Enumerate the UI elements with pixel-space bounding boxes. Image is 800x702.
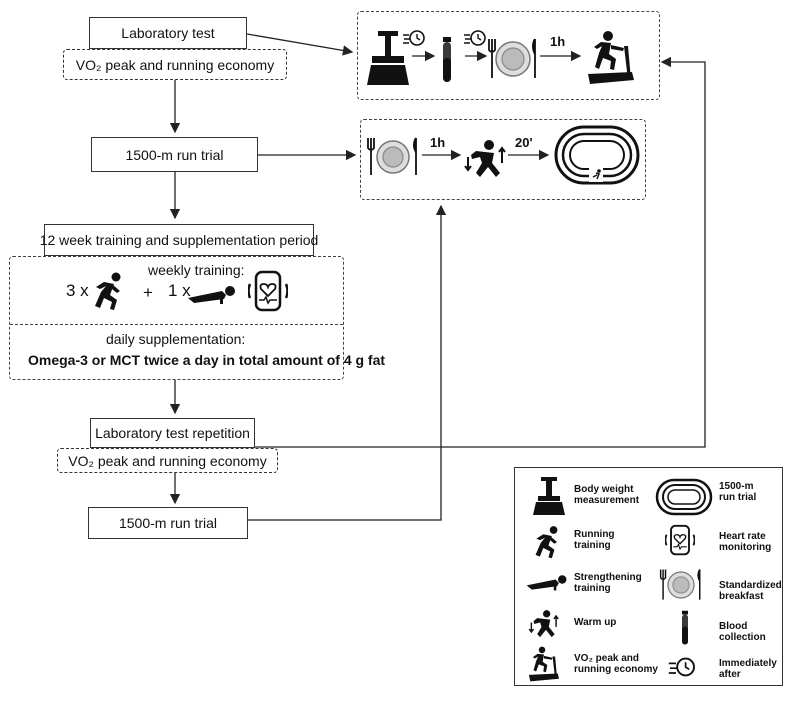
blood-collection-icon (443, 37, 451, 82)
vo2-box: VO₂ peak and running economy (63, 49, 287, 80)
run-trial-label-2: 1500-m run trial (118, 515, 218, 531)
vo2-label: VO₂ peak and running economy (75, 56, 275, 73)
heart-rate-monitor-icon (248, 270, 288, 312)
legend-vo2-label: VO₂ peak and running economy (574, 653, 658, 675)
immediately-after-icon (403, 30, 425, 46)
plus-sign: + (143, 283, 153, 302)
strengthening-training-icon (188, 286, 235, 304)
legend-body-weight-icon (533, 477, 565, 515)
run-trial-box: 1500-m run trial (91, 137, 258, 172)
legend-breakfast-label: Standardized breakfast (719, 580, 782, 602)
legend-breakfast-icon (659, 569, 701, 600)
lab-test-repetition-label: Laboratory test repetition (95, 425, 250, 441)
legend-warm-up-icon (528, 610, 559, 638)
breakfast-icon (488, 38, 536, 78)
vo2-label-2: VO₂ peak and running economy (68, 452, 267, 469)
supp-detail-label: Omega-3 or MCT twice a day in total amou… (28, 352, 386, 368)
legend-body-weight-label: Body weight measurement (574, 484, 640, 506)
training-detail-panel (9, 256, 344, 380)
legend-vo2-icon (528, 646, 560, 682)
legend-immediately-icon (668, 657, 695, 677)
legend-running-icon (535, 526, 558, 559)
immediately-after-icon-2 (464, 30, 486, 46)
strength-times: 1 x (168, 281, 191, 300)
running-track-icon (554, 125, 640, 185)
run-trial-label: 1500-m run trial (125, 146, 224, 163)
training-period-box: 12 week training and supplementation per… (40, 224, 318, 256)
lab-test-box: Laboratory test (89, 17, 247, 49)
daily-supp-label: daily supplementation: (106, 331, 246, 347)
legend-blood-icon (682, 610, 688, 645)
body-weight-scale-icon (367, 31, 409, 85)
breakfast-icon-2 (367, 137, 417, 175)
legend-run-trial-label: 1500-m run trial (719, 481, 757, 503)
panel-divider (10, 324, 343, 325)
lab-protocol-panel (357, 11, 660, 100)
trial-delay-label: 1h (430, 135, 446, 150)
run-trial-box-2: 1500-m run trial (88, 507, 248, 539)
lab-delay-label: 1h (550, 34, 566, 49)
warm-up-icon (464, 140, 506, 177)
training-period-label: 12 week training and supplementation per… (39, 232, 319, 248)
treadmill-vo2-icon (588, 31, 634, 84)
legend-running-label: Running training (574, 529, 615, 551)
vo2-box-2: VO₂ peak and running economy (57, 448, 278, 473)
trial-warmup-label: 20' (515, 135, 533, 150)
lab-test-repetition-box: Laboratory test repetition (90, 418, 255, 448)
trial-protocol-panel (360, 119, 646, 200)
legend-run-trial-icon (655, 478, 713, 516)
legend-blood-label: Blood collection (719, 621, 766, 643)
legend: Body weight measurement 1500-m run trial… (514, 467, 783, 686)
weekly-training-label: weekly training: (148, 262, 245, 278)
legend-heart-rate-icon (665, 524, 695, 556)
legend-strengthening-label: Strengthening training (574, 572, 642, 594)
legend-strengthening-icon (526, 575, 567, 591)
run-times: 3 x (66, 281, 89, 300)
legend-warm-up-label: Warm up (574, 617, 617, 628)
lab-test-label: Laboratory test (121, 25, 215, 41)
legend-heart-rate-label: Heart rate monitoring (719, 531, 772, 553)
legend-immediately-label: Immediately after (719, 658, 777, 680)
running-training-icon (95, 272, 121, 310)
